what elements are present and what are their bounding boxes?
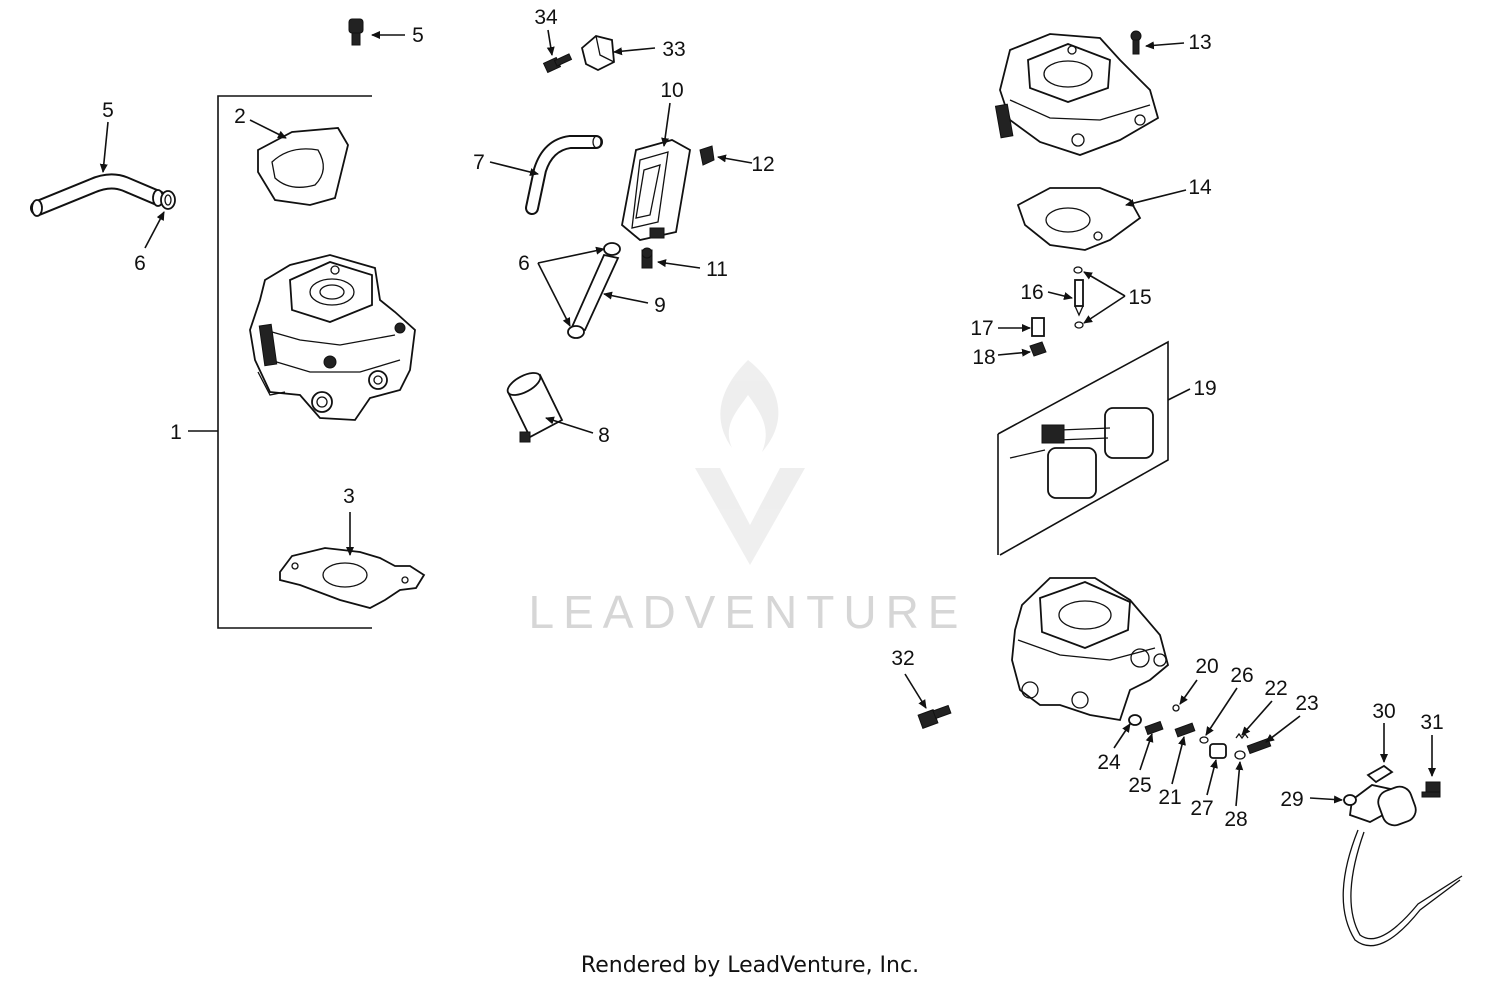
- hose-part-7: [525, 135, 603, 215]
- callout-13: 13: [1188, 31, 1211, 54]
- o-ring-part-15-upper: [1073, 266, 1083, 274]
- upper-gasket-part: [257, 127, 349, 206]
- carburetor-body-part: [1011, 577, 1170, 722]
- callout-6-center: 6: [518, 252, 530, 275]
- screw-part-31: [1421, 781, 1441, 798]
- clip-part-12: [699, 145, 715, 166]
- callout-1: 1: [170, 421, 182, 444]
- callout-25: 25: [1128, 774, 1151, 797]
- gasket-part-14: [1016, 187, 1142, 251]
- float-kit-part: [997, 340, 1169, 556]
- callout-6-left: 6: [134, 252, 146, 275]
- callout-5-top: 5: [412, 24, 424, 47]
- fuel-hose-part: [30, 173, 166, 217]
- clip-part-33: [580, 35, 615, 72]
- callout-30: 30: [1372, 700, 1395, 723]
- fuel-filter-part: [506, 372, 564, 443]
- jet-part-25: [1144, 720, 1164, 736]
- callout-18: 18: [972, 346, 995, 369]
- callout-15: 15: [1128, 286, 1151, 309]
- callout-16: 16: [1020, 281, 1043, 304]
- ring-part-26: [1199, 736, 1209, 744]
- callout-2: 2: [234, 105, 246, 128]
- screw-part-5: [348, 18, 364, 46]
- carburetor-top-part: [994, 33, 1160, 156]
- carburetor-assembly-part: [249, 254, 416, 421]
- footer-credit: Rendered by LeadVenture, Inc.: [581, 953, 919, 978]
- bolt-part-32: [917, 704, 952, 729]
- plug-part-27: [1209, 743, 1227, 759]
- callout-12: 12: [751, 153, 774, 176]
- callout-labels: 1 2 3 5 5 6 6 7 8 9 10 11 12 13 14 15 16…: [102, 6, 1444, 831]
- fuel-pump-part: [621, 139, 691, 241]
- callout-3: 3: [343, 485, 355, 508]
- washer-part-24: [1128, 714, 1142, 726]
- leader-lines: [99, 29, 1436, 807]
- callout-11: 11: [706, 258, 728, 281]
- callout-26: 26: [1230, 664, 1253, 687]
- callout-20: 20: [1195, 655, 1218, 678]
- callout-17: 17: [970, 317, 993, 340]
- screw-part-34: [542, 53, 573, 74]
- solenoid-part-30: [1342, 764, 1463, 947]
- callout-5-left: 5: [102, 99, 114, 122]
- ring-part-28: [1234, 750, 1246, 760]
- tube-part-9: [570, 253, 620, 332]
- callout-22: 22: [1264, 677, 1287, 700]
- clip-part-18: [1029, 341, 1047, 357]
- callout-34: 34: [534, 6, 558, 29]
- callout-32: 32: [891, 647, 914, 670]
- clamp-part-6-upper: [603, 242, 621, 256]
- callout-8: 8: [598, 424, 610, 447]
- ball-part-20: [1172, 704, 1180, 712]
- callout-31: 31: [1420, 711, 1443, 734]
- lower-gasket-part: [279, 547, 426, 609]
- callout-27: 27: [1190, 797, 1213, 820]
- callout-23: 23: [1295, 692, 1318, 715]
- screw-part-13: [1130, 30, 1142, 55]
- clamp-part-6-lower: [567, 325, 585, 339]
- callout-10: 10: [660, 79, 683, 102]
- callout-19: 19: [1193, 377, 1216, 400]
- callout-14: 14: [1188, 176, 1212, 199]
- assembly-bracket: [217, 95, 372, 629]
- watermark-logo-icon: [695, 360, 805, 565]
- callout-9: 9: [654, 294, 666, 317]
- callout-24: 24: [1097, 751, 1121, 774]
- screw-part-29: [1343, 794, 1357, 806]
- callout-29: 29: [1280, 788, 1303, 811]
- needle-part-16: [1074, 279, 1084, 317]
- callout-33: 33: [662, 38, 685, 61]
- callout-7: 7: [473, 151, 485, 174]
- seat-part-17: [1031, 317, 1045, 337]
- callout-28: 28: [1224, 808, 1247, 831]
- hose-clamp-part: [160, 190, 176, 210]
- o-ring-part-15-lower: [1074, 321, 1084, 329]
- callout-21: 21: [1158, 786, 1181, 809]
- watermark-text: LEADVENTURE: [529, 586, 968, 638]
- jet-part-21: [1174, 722, 1196, 738]
- screw-part-11: [641, 247, 653, 269]
